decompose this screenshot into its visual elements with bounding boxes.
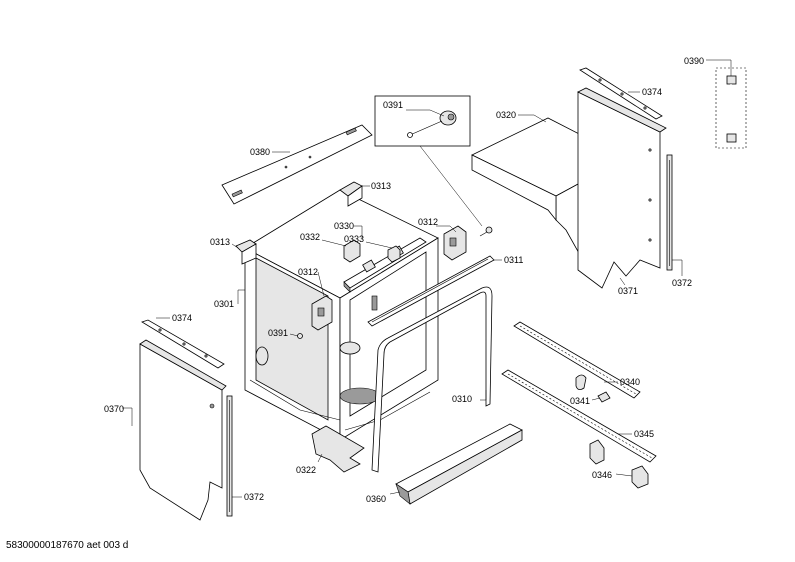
part-0341-clip [575,374,611,403]
part-0372-left-strip [226,395,233,517]
label-0320: 0320 [496,110,516,120]
part-0371-side-panel [577,87,667,289]
leader-0372-right [672,259,683,276]
leader-0322 [317,453,323,463]
part-0312-right-hinge [443,225,467,261]
part-0391-screw-left [297,333,303,339]
part-0391-detail-box [374,95,471,147]
part-0391-screw-small [479,226,493,237]
part-0346-clip [589,439,649,489]
leader-0312-left [317,271,325,297]
label-0312-left: 0312 [298,267,318,277]
label-0380: 0380 [250,147,270,157]
leader-0370 [122,407,133,426]
label-0372-left: 0372 [244,492,264,502]
leader-0301 [237,289,245,304]
part-0370-side-panel [139,339,227,521]
part-0372-right-strip [666,154,673,271]
part-0310-door-seal [371,286,493,473]
part-0390-hose [715,67,747,149]
leader-0312-right [436,225,457,233]
part-0332-clip [343,239,361,263]
leader-0360 [389,491,401,495]
part-0333-clip [387,245,401,263]
label-0374-top: 0374 [642,87,662,97]
leader-0371 [619,277,626,286]
label-0330: 0330 [334,221,354,231]
document-id: 58300000187670 aet 003 d [6,540,128,551]
label-0346: 0346 [592,470,612,480]
leader-0391-box [419,145,483,227]
label-0313-top: 0313 [371,181,391,191]
label-0310: 0310 [452,394,472,404]
leader-0313-left [231,243,239,249]
label-0390: 0390 [684,56,704,66]
label-0371: 0371 [618,286,638,296]
leader-0390 [706,59,732,76]
part-0345-rail [501,369,657,463]
label-0391-box: 0391 [383,100,403,110]
leader-0320 [518,114,547,123]
part-0340-rail [513,321,641,399]
label-0322: 0322 [296,465,316,475]
leader-0333 [365,241,393,249]
leader-0330 [354,225,363,238]
label-0313-left: 0313 [210,237,230,247]
label-0370: 0370 [104,404,124,414]
label-0301: 0301 [214,299,234,309]
label-0341: 0341 [570,396,590,406]
label-0332: 0332 [300,232,320,242]
label-0311: 0311 [504,255,523,265]
part-0374-left-strip [141,319,225,369]
label-0372-right: 0372 [672,278,692,288]
part-0313-left-bracket [235,239,257,265]
label-0345: 0345 [634,429,654,439]
label-0312-right: 0312 [418,217,438,227]
label-0360: 0360 [366,494,386,504]
label-0391-left: 0391 [268,328,288,338]
leader-0346 [615,473,633,477]
leader-0391-left [289,333,299,337]
label-0333: 0333 [344,234,364,244]
part-0374-top-strip [579,67,663,120]
label-0340: 0340 [620,377,640,387]
leader-0310 [480,390,487,401]
leader-0332 [321,239,347,247]
part-0380-top-plate [221,124,373,205]
part-0312-left-hinge [311,295,333,331]
leader-0341 [591,397,601,401]
label-0374-left: 0374 [172,313,192,323]
part-0322-base [311,425,365,473]
part-0360-channel [395,423,523,505]
